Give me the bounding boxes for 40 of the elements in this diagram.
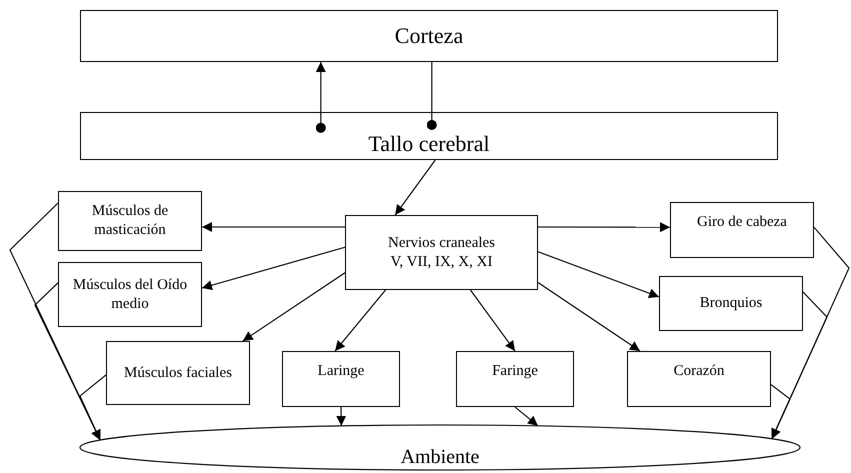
arrow xyxy=(202,222,345,232)
arrow xyxy=(538,251,660,298)
arrow xyxy=(770,384,791,440)
node-label: Nervios craneales xyxy=(388,234,496,252)
process-box xyxy=(80,10,778,62)
node-label: Tallo cerebral xyxy=(368,130,490,158)
node-label: Bronquios xyxy=(700,294,762,313)
node-label: Corteza xyxy=(394,22,464,50)
arrow xyxy=(242,272,346,342)
node-label: Giro de cabeza xyxy=(697,212,787,232)
process-box xyxy=(80,112,778,160)
arrow xyxy=(336,406,346,426)
node-label: Músculos de masticación xyxy=(90,202,170,240)
arrow xyxy=(394,160,436,216)
process-box xyxy=(58,191,202,251)
arrow xyxy=(514,406,538,426)
arrow xyxy=(202,246,346,290)
arrow xyxy=(538,222,670,232)
node-label: Músculos faciales xyxy=(124,364,232,382)
node-label: Faringe xyxy=(492,362,538,380)
arrow xyxy=(316,62,326,133)
node-label: V, VII, IX, X, XI xyxy=(390,252,492,272)
arrow xyxy=(34,282,101,440)
node-label: Laringe xyxy=(318,362,364,380)
process-box xyxy=(106,341,250,405)
process-box xyxy=(456,351,574,407)
arrow xyxy=(470,290,516,352)
ellipse-node xyxy=(80,425,800,470)
process-box xyxy=(659,276,803,331)
arrow xyxy=(334,290,386,352)
node-label: Ambiente xyxy=(400,445,480,470)
node-label: Corazón xyxy=(674,362,724,380)
arrow xyxy=(79,374,106,440)
process-box xyxy=(627,351,771,407)
process-box xyxy=(282,351,400,407)
process-box xyxy=(670,202,814,258)
arrow xyxy=(538,282,640,352)
process-box xyxy=(345,215,538,290)
node-label: Músculos del Oído medio xyxy=(72,276,188,314)
process-box xyxy=(58,262,202,327)
